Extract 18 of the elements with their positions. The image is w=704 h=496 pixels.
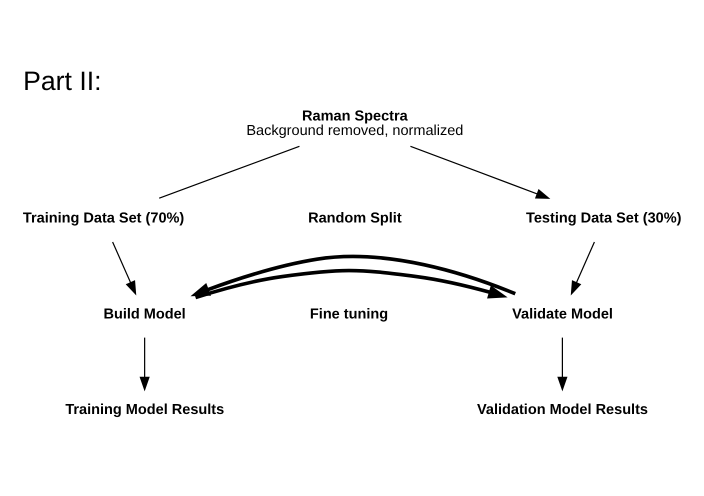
node-text: Training Data Set (70%) (22, 210, 184, 226)
arrow (140, 337, 150, 391)
diagram-title: Part II: (23, 66, 102, 96)
label: Random Split (308, 210, 402, 226)
arrow (570, 241, 595, 296)
node-text: Raman Spectra Background removed, normalized (246, 108, 464, 138)
arrow (557, 337, 568, 391)
arrow (410, 145, 550, 198)
arrow (190, 254, 516, 296)
arrow (112, 241, 136, 296)
node-text: Validate Model (512, 306, 613, 322)
node-text: Testing Data Set (30%) (526, 210, 682, 226)
label: Fine tuning (310, 306, 388, 322)
connector (159, 145, 300, 198)
node-text: Build Model (103, 306, 186, 322)
node-text: Validation Model Results (477, 401, 648, 418)
node-text: Training Model Results (65, 401, 224, 418)
arrow (195, 268, 508, 299)
